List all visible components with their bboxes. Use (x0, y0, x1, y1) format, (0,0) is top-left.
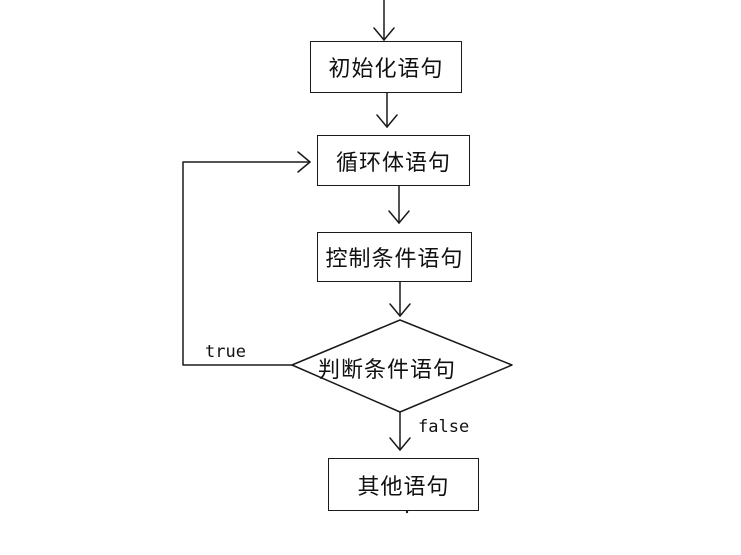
init-statement-box: 初始化语句 (310, 41, 462, 93)
control-condition-box: 控制条件语句 (317, 232, 472, 282)
small-dot (405, 510, 409, 514)
arrow-init-to-loop-head (376, 114, 398, 128)
arrow-loop-to-control-head (388, 210, 410, 224)
other-statement-label: 其他语句 (357, 474, 450, 500)
init-statement-label: 初始化语句 (328, 57, 444, 82)
control-condition-label: 控制条件语句 (325, 247, 464, 272)
arrow-false-head (389, 437, 411, 451)
loop-body-box: 循环体语句 (317, 135, 470, 186)
condition-label: 判断条件语句 (318, 358, 457, 383)
true-loop-back-line (182, 161, 311, 366)
true-label: true (205, 342, 246, 362)
loop-body-label: 循环体语句 (335, 150, 451, 176)
arrow-control-to-condition-head (389, 303, 411, 317)
false-label: false (418, 417, 470, 437)
entry-arrowhead (373, 27, 395, 41)
true-loop-back-head (297, 151, 311, 173)
other-statement-box: 其他语句 (328, 458, 479, 511)
